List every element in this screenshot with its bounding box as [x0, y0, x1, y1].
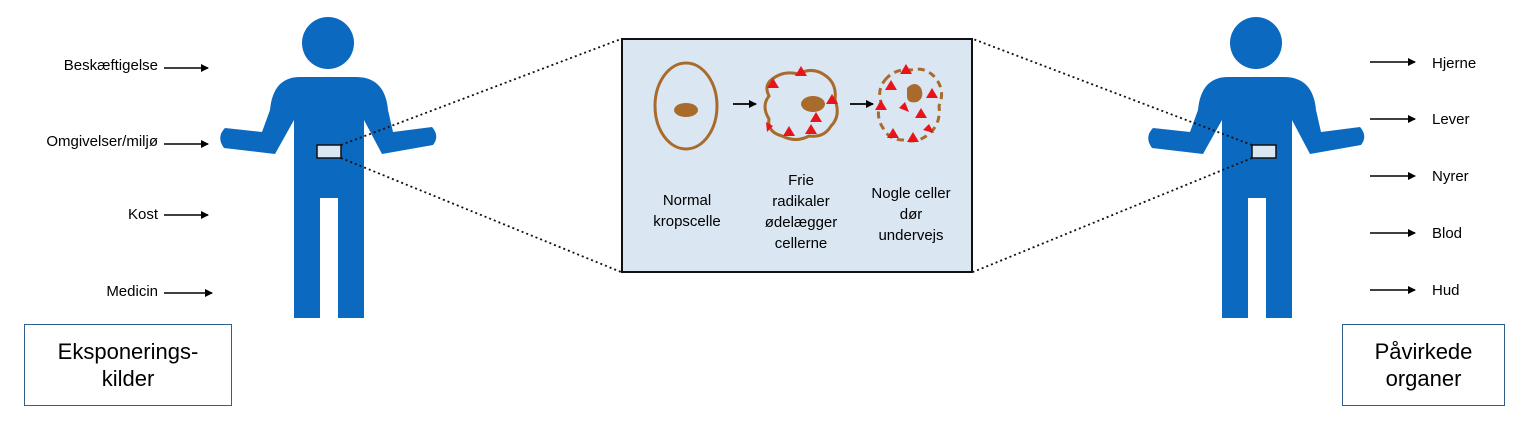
exposure-label: Kost [127, 206, 158, 223]
exposure-label: Omgivelser/miljø [46, 133, 158, 150]
box-title-line: Eksponerings- [57, 339, 199, 364]
organ-arrows [1370, 58, 1416, 294]
box-title-line: Påvirkede [1374, 339, 1473, 364]
left-person-icon [220, 17, 437, 318]
exposure-arrows [164, 64, 213, 297]
dying-cell-icon [875, 64, 944, 143]
stage-caption-normal: Normal kropscelle [631, 190, 743, 232]
stage-caption-radicals: Frie radikaler ødelægger cellerne [745, 170, 857, 254]
cell-stages-graphic [653, 61, 944, 151]
organ-label: Blod [1432, 225, 1463, 242]
zoom-connector-lines [340, 38, 1253, 273]
caption-line: cellerne [774, 235, 828, 252]
caption-line: Normal [662, 192, 712, 209]
organ-label: Hud [1432, 282, 1460, 299]
affected-organs-box: Påvirkede organer [1342, 324, 1505, 406]
caption-line: undervejs [878, 227, 944, 244]
caption-line: dør [899, 206, 923, 223]
caption-line: Frie [788, 172, 814, 189]
box-title-line: organer [1385, 366, 1462, 391]
caption-line: kropscelle [653, 213, 721, 230]
right-sample-rect [1251, 144, 1277, 159]
caption-line: Nogle celler [871, 185, 951, 202]
right-person-icon [1148, 17, 1365, 318]
normal-cell-icon [653, 61, 719, 151]
zoom-panel: Normal kropscelle Frie radikaler ødelægg… [621, 38, 973, 273]
exposure-label: Medicin [106, 283, 158, 300]
organ-label: Hjerne [1432, 55, 1477, 72]
exposure-sources-box: Eksponerings- kilder [24, 324, 232, 406]
damaged-cell-icon [763, 66, 839, 141]
exposure-label: Beskæftigelse [63, 57, 158, 74]
organ-label: Lever [1432, 111, 1470, 128]
box-title-line: kilder [101, 366, 155, 391]
caption-line: radikaler [772, 193, 830, 210]
stage-caption-dying: Nogle celler dør undervejs [855, 183, 967, 246]
left-sample-rect [316, 144, 342, 159]
caption-line: ødelægger [764, 214, 838, 231]
organ-label: Nyrer [1432, 168, 1469, 185]
